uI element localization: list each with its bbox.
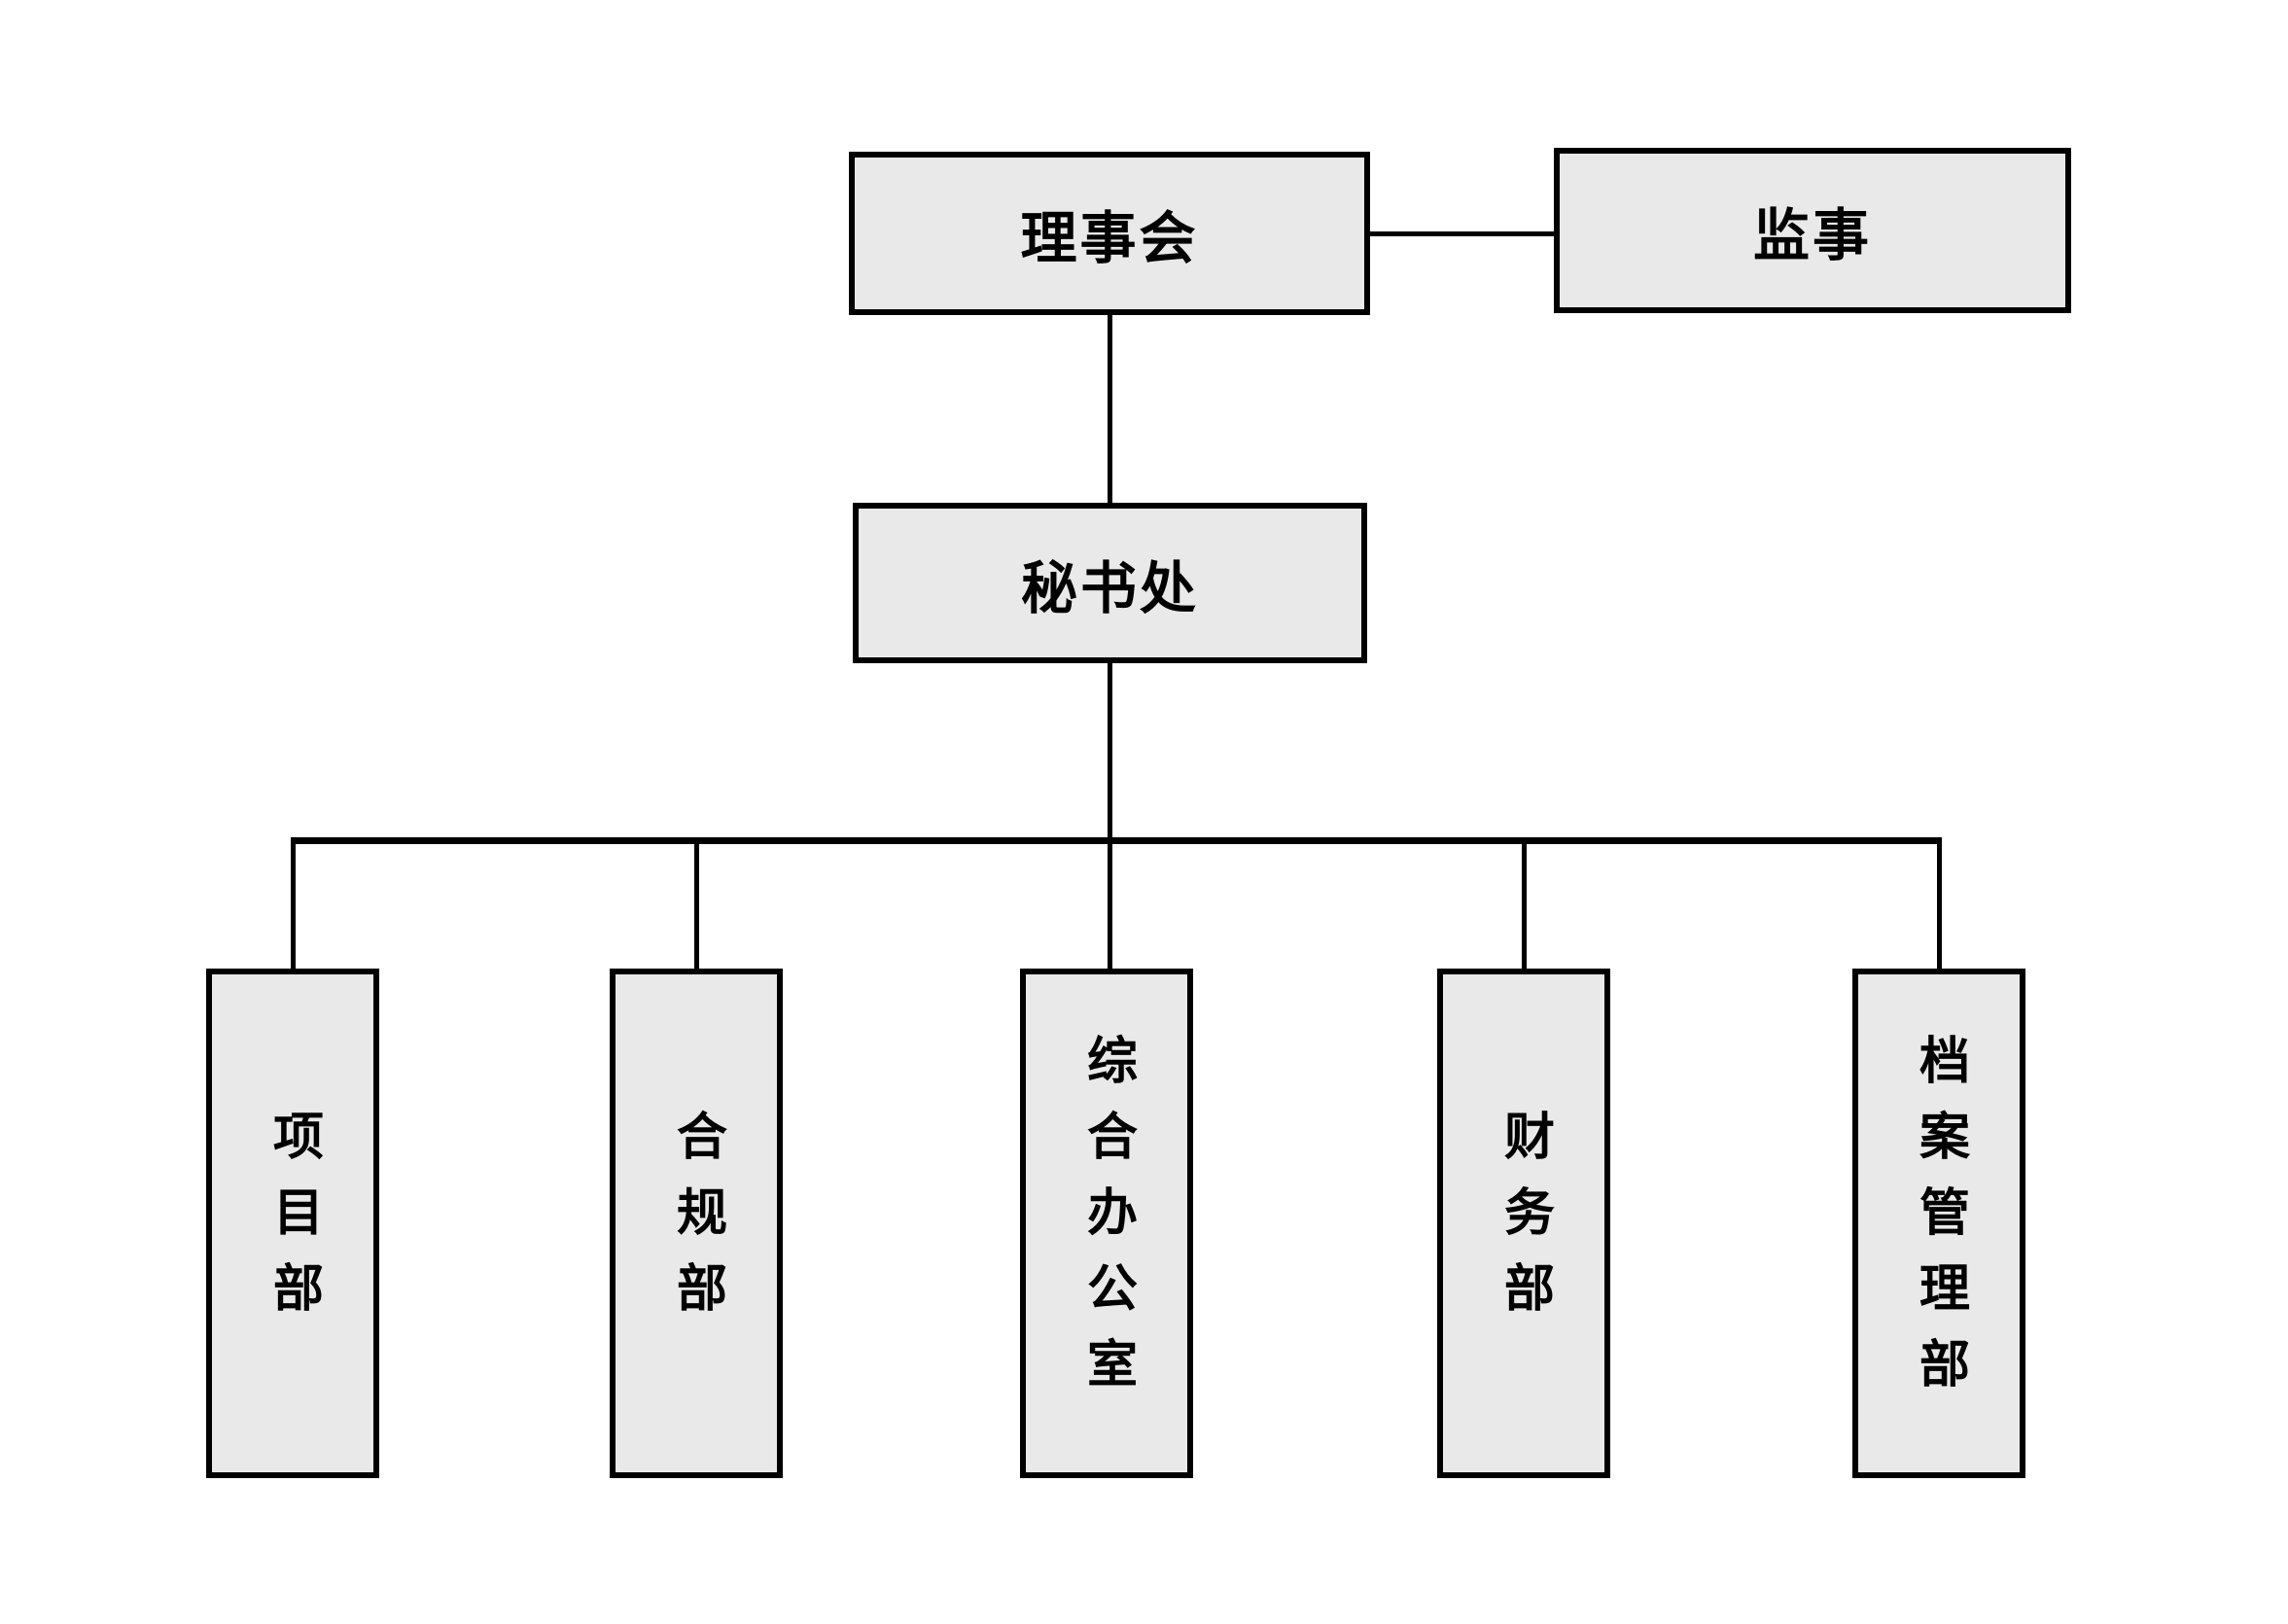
node-compliance-dept: 合规部 bbox=[610, 969, 783, 1478]
connector-secretariat-general-office bbox=[1108, 663, 1112, 969]
connector-drop-compliance-dept bbox=[694, 840, 699, 969]
node-project-dept: 项目部 bbox=[206, 969, 379, 1478]
node-finance-dept: 财务部 bbox=[1437, 969, 1610, 1478]
node-archives-management-dept: 档案管理部 bbox=[1852, 969, 2025, 1478]
connector-drop-project-dept bbox=[291, 840, 296, 969]
node-general-office: 综合办公室 bbox=[1020, 969, 1193, 1478]
node-secretariat: 秘书处 bbox=[853, 503, 1367, 663]
node-secretariat-label: 秘书处 bbox=[1020, 556, 1199, 620]
node-board-of-directors-label: 理事会 bbox=[1020, 207, 1199, 270]
node-compliance-dept-label: 合规部 bbox=[668, 1110, 724, 1337]
connector-drop-archives-dept bbox=[1937, 840, 1942, 969]
node-supervisor-label: 监事 bbox=[1752, 204, 1872, 267]
connector-board-secretariat bbox=[1108, 315, 1112, 503]
node-general-office-label: 综合办公室 bbox=[1078, 1034, 1135, 1413]
connector-board-supervisor bbox=[1370, 231, 1554, 236]
connector-drop-finance-dept bbox=[1522, 840, 1527, 969]
node-board-of-directors: 理事会 bbox=[849, 152, 1370, 315]
node-project-dept-label: 项目部 bbox=[264, 1110, 321, 1337]
node-supervisor: 监事 bbox=[1554, 148, 2071, 313]
node-finance-dept-label: 财务部 bbox=[1496, 1110, 1552, 1337]
connector-bus-line bbox=[291, 837, 1942, 844]
node-archives-management-dept-label: 档案管理部 bbox=[1911, 1034, 1967, 1413]
